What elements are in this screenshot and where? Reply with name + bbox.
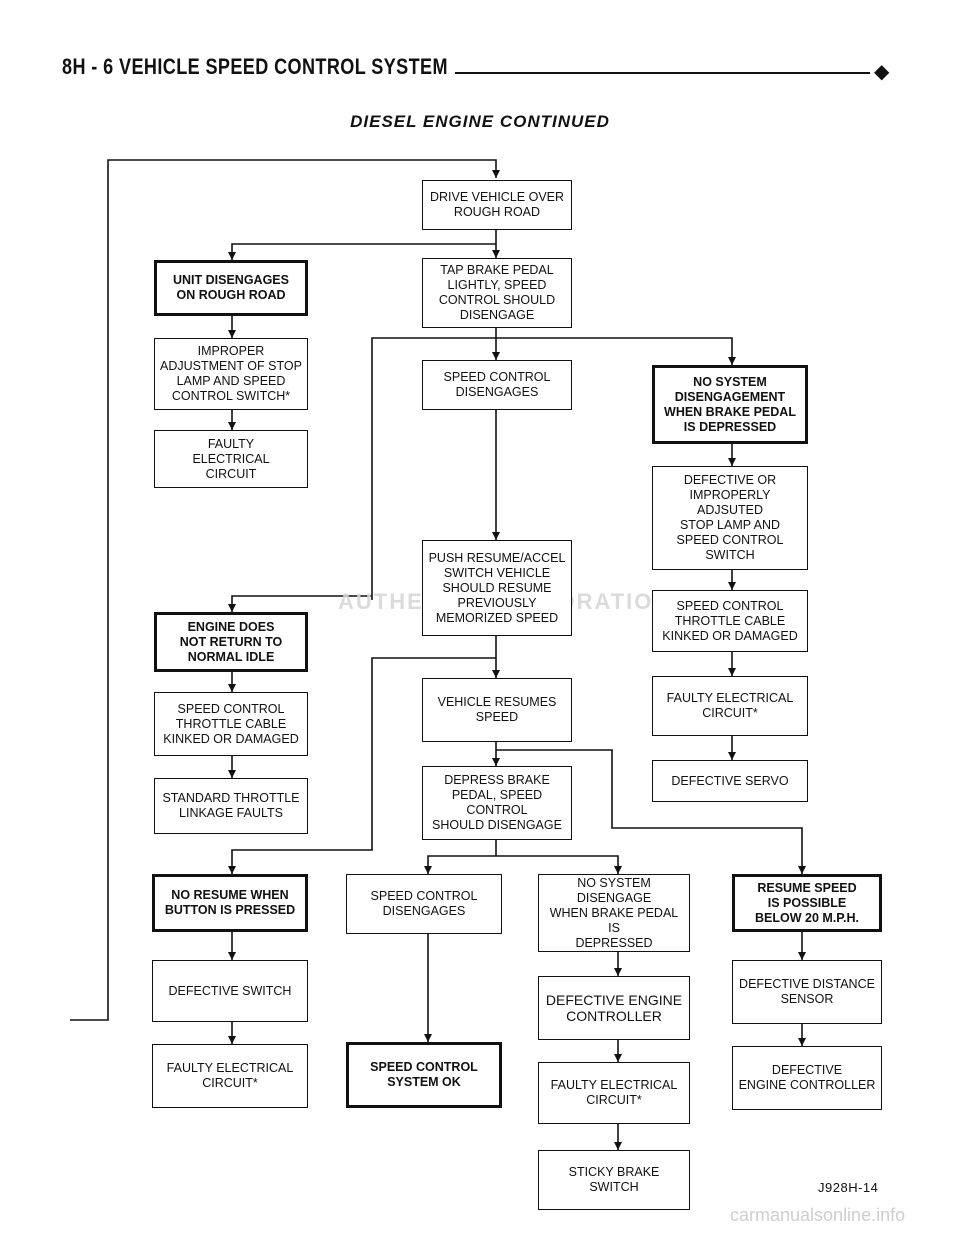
- box-improper-adjustment: IMPROPER ADJUSTMENT OF STOP LAMP AND SPE…: [154, 338, 308, 410]
- box-no-resume-button: NO RESUME WHEN BUTTON IS PRESSED: [152, 874, 308, 932]
- box-vehicle-resumes: VEHICLE RESUMES SPEED: [422, 678, 572, 742]
- loop-line: [70, 159, 500, 1021]
- wire-depress-left: [424, 855, 496, 874]
- box-cable-kinked-right: SPEED CONTROL THROTTLE CABLE KINKED OR D…: [652, 590, 808, 652]
- box-drive-rough-road: DRIVE VEHICLE OVER ROUGH ROAD: [422, 180, 572, 230]
- box-standard-linkage: STANDARD THROTTLE LINKAGE FAULTS: [154, 778, 308, 834]
- box-push-resume: PUSH RESUME/ACCEL SWITCH VEHICLE SHOULD …: [422, 540, 572, 636]
- wire-push-noresume: [228, 657, 496, 874]
- box-defective-engine-controller: DEFECTIVE ENGINE CONTROLLER: [538, 976, 690, 1040]
- box-faulty-circuit-right: FAULTY ELECTRICAL CIRCUIT*: [652, 676, 808, 736]
- box-no-system-disengagement: NO SYSTEM DISENGAGEMENT WHEN BRAKE PEDAL…: [652, 365, 808, 444]
- box-engine-no-idle: ENGINE DOES NOT RETURN TO NORMAL IDLE: [154, 612, 308, 672]
- wire-vehicle-resume-below: [496, 749, 806, 874]
- box-tap-brake: TAP BRAKE PEDAL LIGHTLY, SPEED CONTROL S…: [422, 258, 572, 328]
- box-faulty-circuit-bottom-left: FAULTY ELECTRICAL CIRCUIT*: [152, 1044, 308, 1108]
- site-watermark: carmanualsonline.info: [730, 1205, 906, 1225]
- wire-depress-right: [496, 855, 622, 874]
- header-rule: [455, 72, 870, 74]
- figure-code: J928H-14: [818, 1180, 879, 1195]
- box-sticky-brake-switch: STICKY BRAKE SWITCH: [538, 1150, 690, 1210]
- box-defective-servo: DEFECTIVE SERVO: [652, 760, 808, 802]
- wire-to-engine-idle: [228, 595, 372, 612]
- subtitle: DIESEL ENGINE CONTINUED: [350, 112, 610, 131]
- box-depress-brake: DEPRESS BRAKE PEDAL, SPEED CONTROL SHOUL…: [422, 766, 572, 840]
- box-defective-switch: DEFECTIVE SWITCH: [152, 960, 308, 1022]
- box-cable-kinked-left: SPEED CONTROL THROTTLE CABLE KINKED OR D…: [154, 692, 308, 756]
- box-faulty-circuit-1: FAULTY ELECTRICAL CIRCUIT: [154, 430, 308, 488]
- diamond-icon: ◆: [874, 61, 890, 83]
- box-speed-control-disengages-1: SPEED CONTROL DISENGAGES: [422, 360, 572, 410]
- box-no-system-disengage: NO SYSTEM DISENGAGE WHEN BRAKE PEDAL IS …: [538, 874, 690, 952]
- section-title: 8H - 6 VEHICLE SPEED CONTROL SYSTEM: [62, 54, 448, 79]
- wire-tap-split: [371, 337, 736, 600]
- wire-to-unit: [228, 243, 496, 260]
- box-speed-control-disengages-2: SPEED CONTROL DISENGAGES: [346, 874, 502, 934]
- box-speed-control-ok: SPEED CONTROL SYSTEM OK: [346, 1042, 502, 1108]
- box-unit-disengages: UNIT DISENGAGES ON ROUGH ROAD: [154, 260, 308, 316]
- box-faulty-circuit-bottom-mid: FAULTY ELECTRICAL CIRCUIT*: [538, 1062, 690, 1124]
- box-defective-engine-controller-2: DEFECTIVE ENGINE CONTROLLER: [732, 1046, 882, 1110]
- box-defective-improperly-adjusted: DEFECTIVE OR IMPROPERLY ADJSUTED STOP LA…: [652, 466, 808, 570]
- box-resume-below-20: RESUME SPEED IS POSSIBLE BELOW 20 M.P.H.: [732, 874, 882, 932]
- box-defective-distance-sensor: DEFECTIVE DISTANCE SENSOR: [732, 960, 882, 1024]
